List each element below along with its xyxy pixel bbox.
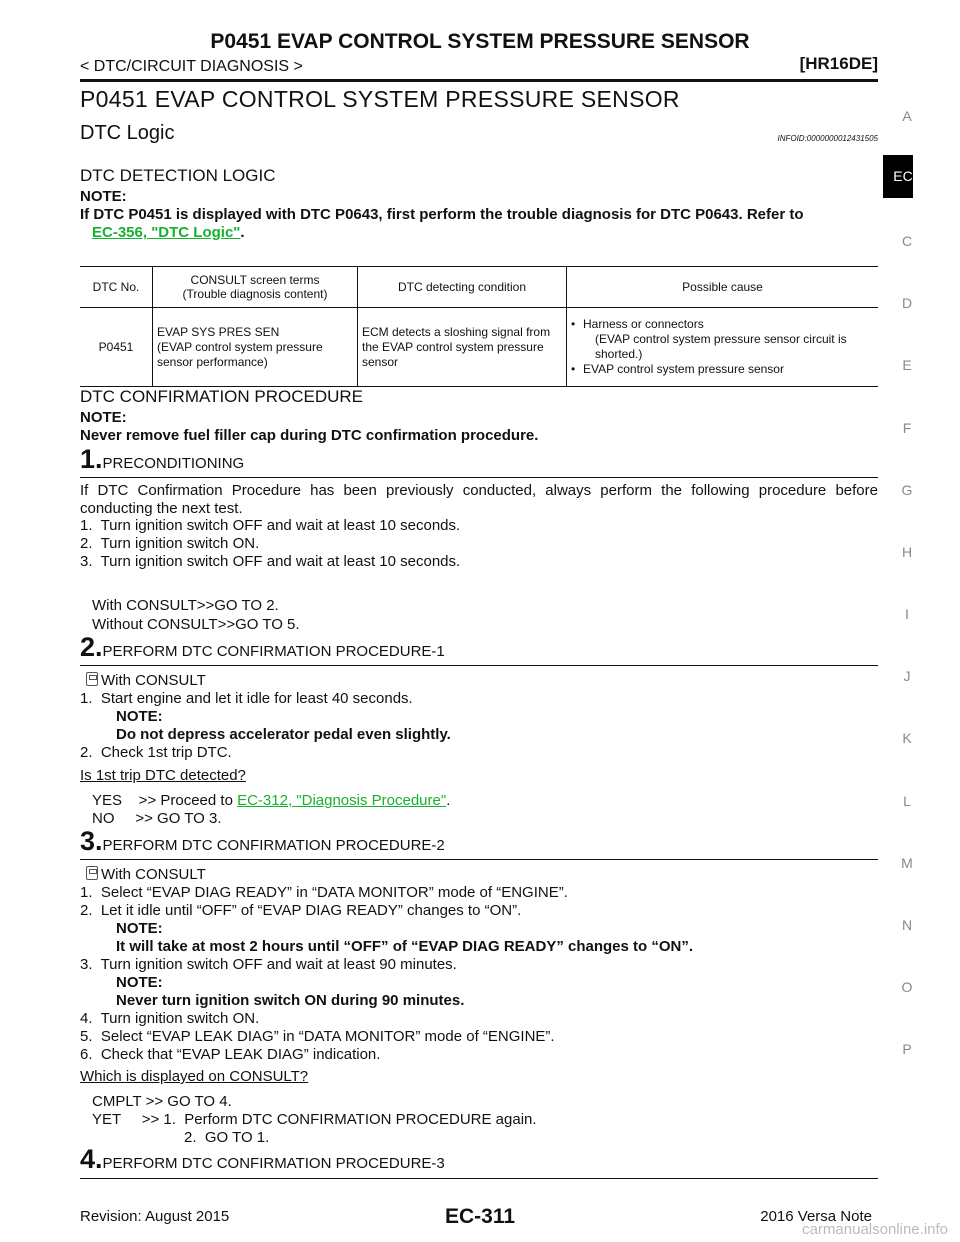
step-3-item: 5. Select “EVAP LEAK DIAG” in “DATA MONI… [80, 1028, 555, 1045]
step-title: PERFORM DTC CONFIRMATION PROCEDURE-1 [102, 643, 445, 660]
step-1-with-consult: With CONSULT>>GO TO 2. [92, 597, 279, 614]
table-header-cause: Possible cause [566, 266, 878, 308]
step-3-cmplt: CMPLT >> GO TO 4. [92, 1093, 232, 1110]
step-3-item: 1. Select “EVAP DIAG READY” in “DATA MON… [80, 884, 568, 901]
confirmation-note-text: Never remove fuel filler cap during DTC … [80, 427, 539, 444]
step-2-item: 2. Check 1st trip DTC. [80, 744, 232, 761]
step-1-item: 3. Turn ignition switch OFF and wait at … [80, 553, 461, 570]
step-divider [80, 665, 878, 666]
step-2-question: Is 1st trip DTC detected? [80, 767, 246, 784]
confirmation-note-label: NOTE: [80, 409, 127, 426]
watermark: carmanualsonline.info [802, 1221, 948, 1238]
step-1-without-consult: Without CONSULT>>GO TO 5. [92, 616, 300, 633]
step-number: 2. [80, 632, 103, 662]
table-header-condition: DTC detecting condition [357, 266, 567, 308]
step-3-note-text: It will take at most 2 hours until “OFF”… [116, 938, 694, 955]
step-3-note-label: NOTE: [116, 920, 163, 937]
breadcrumb: < DTC/CIRCUIT DIAGNOSIS > [80, 58, 303, 75]
side-index-k[interactable]: K [902, 730, 912, 746]
step-2-no: NO >> GO TO 3. [92, 810, 222, 827]
with-consult-line: With CONSULT [86, 672, 206, 690]
step-2-heading: 2.PERFORM DTC CONFIRMATION PROCEDURE-1 [80, 632, 445, 663]
side-index-c[interactable]: C [901, 233, 913, 249]
side-index-h[interactable]: H [901, 544, 913, 560]
side-index-e[interactable]: E [902, 357, 912, 373]
step-divider [80, 477, 878, 478]
step-divider [80, 1178, 878, 1179]
step-number: 4. [80, 1144, 103, 1174]
step-1-heading: 1.PRECONDITIONING [80, 444, 244, 475]
detection-logic-heading: DTC DETECTION LOGIC [80, 166, 276, 185]
table-header-dtc: DTC No. [80, 266, 153, 308]
detection-note-label: NOTE: [80, 188, 127, 205]
cell-condition: ECM detects a sloshing signal from the E… [357, 307, 567, 387]
side-index-ec-active[interactable]: EC [883, 155, 913, 198]
link-ec-312[interactable]: EC-312, "Diagnosis Procedure" [237, 792, 447, 809]
table-row: P0451 EVAP SYS PRES SEN (EVAP control sy… [80, 307, 879, 387]
subsection-title: DTC Logic [80, 122, 175, 144]
link-ec-356[interactable]: EC-356, "DTC Logic" [92, 224, 241, 241]
step-title: PERFORM DTC CONFIRMATION PROCEDURE-3 [102, 1155, 445, 1172]
side-index-i[interactable]: I [905, 606, 909, 622]
step-3-item: 2. Let it idle until “OFF” of “EVAP DIAG… [80, 902, 522, 919]
step-1-paragraph: If DTC Confirmation Procedure has been p… [80, 482, 878, 517]
side-index-d[interactable]: D [901, 295, 913, 311]
with-consult-line: With CONSULT [86, 866, 206, 884]
consult-icon [86, 672, 98, 686]
side-index-o[interactable]: O [901, 979, 913, 995]
step-1-item: 2. Turn ignition switch ON. [80, 535, 260, 552]
footer-model: 2016 Versa Note [760, 1208, 872, 1225]
step-3-yet: YET >> 1. Perform DTC CONFIRMATION PROCE… [92, 1111, 537, 1128]
detection-note-text: If DTC P0451 is displayed with DTC P0643… [80, 206, 804, 223]
side-index-p[interactable]: P [902, 1041, 912, 1057]
info-id: INFOID:0000000012431505 [777, 134, 878, 143]
cause-item: EVAP control system pressure sensor [571, 362, 874, 377]
cause-item: Harness or connectors(EVAP control syste… [571, 317, 874, 362]
side-index-l[interactable]: L [903, 793, 911, 809]
table-header-row: DTC No. CONSULT screen terms (Trouble di… [80, 266, 878, 308]
cell-terms: EVAP SYS PRES SEN (EVAP control system p… [152, 307, 358, 387]
side-index-g[interactable]: G [901, 482, 913, 498]
engine-code: [HR16DE] [799, 54, 878, 73]
detection-note-end: . [240, 224, 245, 241]
side-index-j[interactable]: J [903, 668, 911, 684]
step-2-yes: YES >> Proceed to EC-312, "Diagnosis Pro… [92, 792, 451, 809]
side-index-f[interactable]: F [902, 420, 912, 436]
step-3-item: 4. Turn ignition switch ON. [80, 1010, 260, 1027]
step-2-item: 1. Start engine and let it idle for leas… [80, 690, 413, 707]
cell-cause: Harness or connectors(EVAP control syste… [567, 308, 879, 387]
step-2-note-label: NOTE: [116, 708, 163, 725]
step-1-item: 1. Turn ignition switch OFF and wait at … [80, 517, 461, 534]
side-index-m[interactable]: M [901, 855, 913, 871]
step-3-item: 6. Check that “EVAP LEAK DIAG” indicatio… [80, 1046, 381, 1063]
footer-page-number: EC-311 [444, 1205, 516, 1228]
step-4-heading: 4.PERFORM DTC CONFIRMATION PROCEDURE-3 [80, 1144, 445, 1175]
step-title: PERFORM DTC CONFIRMATION PROCEDURE-2 [102, 837, 445, 854]
consult-icon [86, 866, 98, 880]
side-index-a[interactable]: A [902, 108, 912, 124]
step-3-heading: 3.PERFORM DTC CONFIRMATION PROCEDURE-2 [80, 826, 445, 857]
step-number: 1. [80, 444, 103, 474]
cause-item-detail: (EVAP control system pressure sensor cir… [595, 332, 847, 361]
table-header-terms: CONSULT screen terms (Trouble diagnosis … [152, 266, 358, 308]
confirmation-heading: DTC CONFIRMATION PROCEDURE [80, 387, 364, 406]
step-divider [80, 859, 878, 860]
step-3-question: Which is displayed on CONSULT? [80, 1068, 309, 1085]
step-3-yet-sub: 2. GO TO 1. [184, 1129, 270, 1146]
detection-note-link-line: EC-356, "DTC Logic". [92, 224, 245, 242]
header-divider [80, 79, 878, 82]
step-3-note-label: NOTE: [116, 974, 163, 991]
step-2-note-text: Do not depress accelerator pedal even sl… [116, 726, 451, 743]
footer-revision: Revision: August 2015 [80, 1208, 230, 1225]
side-index-n[interactable]: N [901, 917, 913, 933]
step-number: 3. [80, 826, 103, 856]
step-3-item: 3. Turn ignition switch OFF and wait at … [80, 956, 457, 973]
section-title: P0451 EVAP CONTROL SYSTEM PRESSURE SENSO… [80, 86, 680, 112]
step-title: PRECONDITIONING [102, 455, 245, 472]
dtc-table: DTC No. CONSULT screen terms (Trouble di… [80, 266, 878, 387]
cell-dtc: P0451 [80, 307, 153, 387]
page-header-title: P0451 EVAP CONTROL SYSTEM PRESSURE SENSO… [210, 30, 750, 53]
step-3-note-text: Never turn ignition switch ON during 90 … [116, 992, 465, 1009]
